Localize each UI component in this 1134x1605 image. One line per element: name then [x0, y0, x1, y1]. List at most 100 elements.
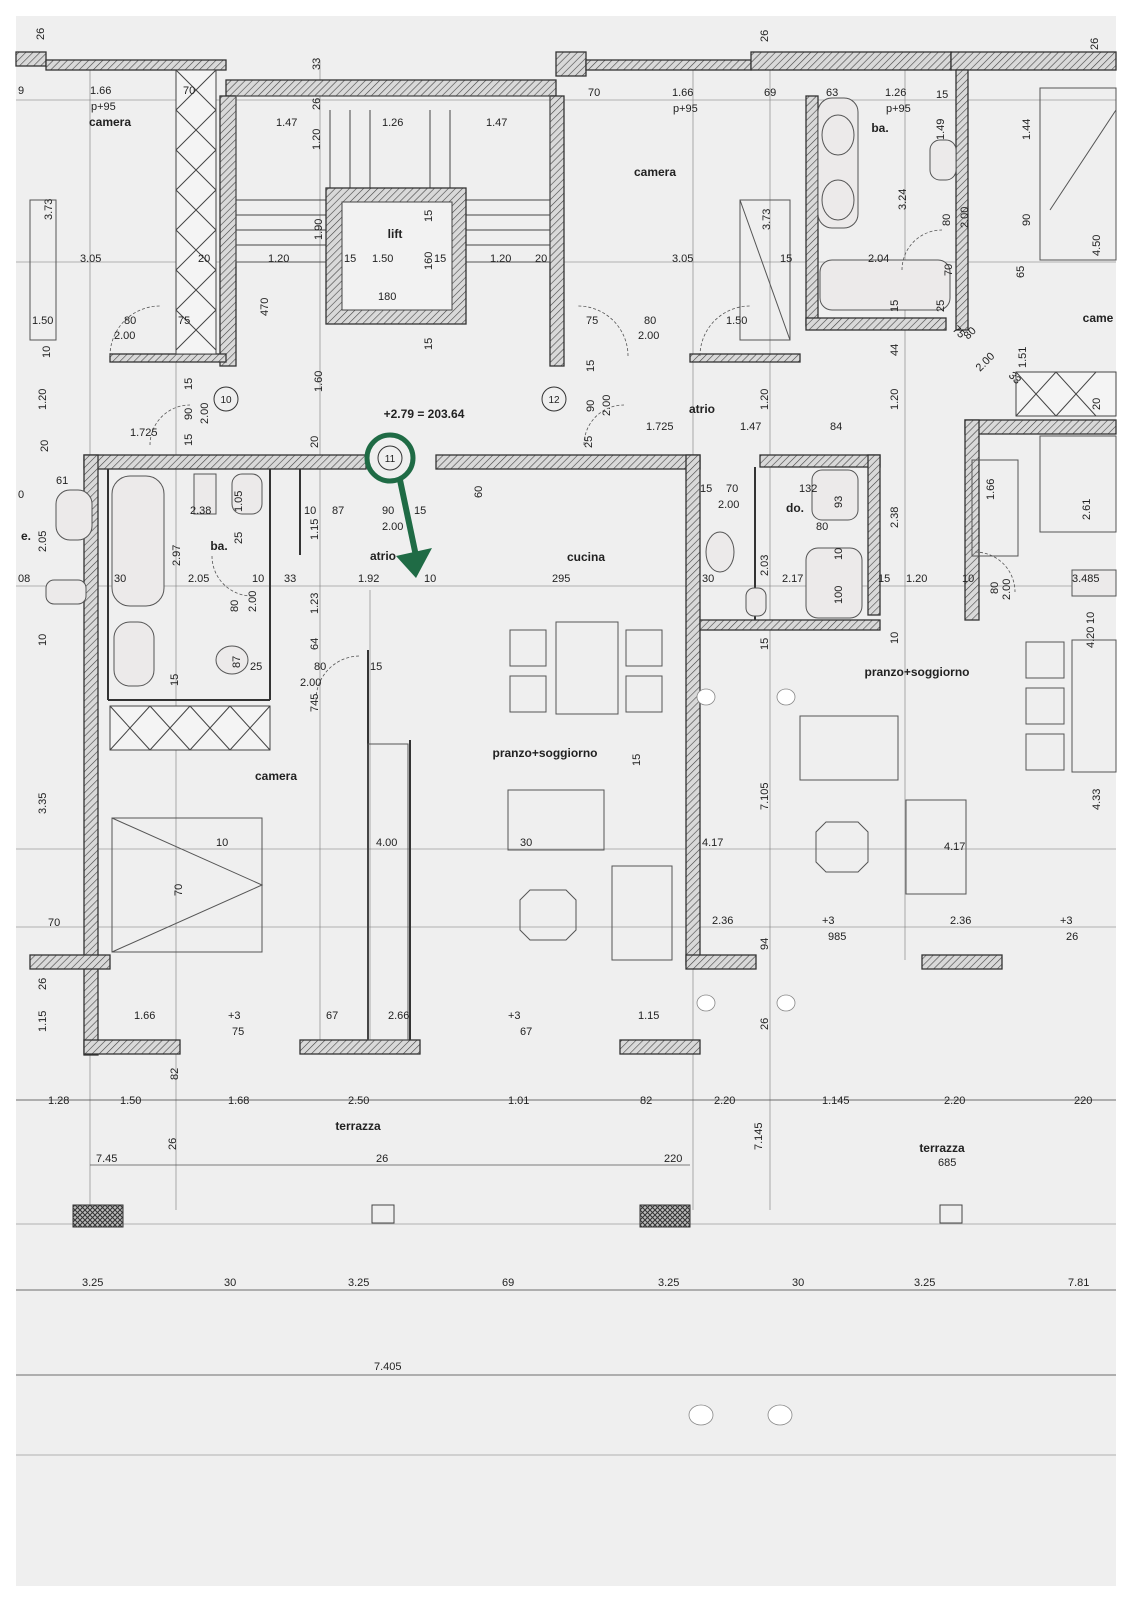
- dim-label: 1.05: [233, 491, 245, 512]
- dim-label: 2.20: [714, 1095, 735, 1107]
- dim-label: 70: [48, 917, 60, 929]
- dim-label: 1.145: [822, 1095, 850, 1107]
- dim-label: +3: [1060, 915, 1073, 927]
- dim-label: 1.20: [311, 129, 323, 150]
- marker-12: 12: [548, 395, 560, 406]
- dim-label: 1.66: [672, 87, 693, 99]
- wardrobe-blocks: [109, 69, 1117, 751]
- dim-label: 10: [37, 634, 49, 646]
- dim-label: 1.50: [120, 1095, 141, 1107]
- room-label-atrio-top-right: atrio: [689, 402, 715, 416]
- dim-label: 1.47: [740, 421, 761, 433]
- dim-label: 1.44: [1021, 119, 1033, 140]
- dim-label: 7.105: [759, 782, 771, 810]
- room-label-camera-tr: camera: [634, 165, 676, 179]
- dim-label: 3.25: [658, 1277, 679, 1289]
- dim-label: 1.15: [37, 1011, 49, 1032]
- dim-label: 2.36: [950, 915, 971, 927]
- dim-label: 26: [35, 28, 47, 40]
- dim-label: 93: [833, 496, 845, 508]
- dim-label: p+95: [673, 103, 698, 115]
- dim-label: 3.485: [1072, 573, 1100, 585]
- room-label-lift: lift: [388, 227, 403, 241]
- dim-label: 180: [378, 291, 396, 303]
- dimension-labels: 26 26 26 9 1.66 p+95 70 33 70 1.66 p+95 …: [18, 28, 1103, 1373]
- dim-label: 69: [764, 87, 776, 99]
- room-label-terrazza-right: terrazza: [919, 1141, 965, 1155]
- dim-label: 30: [520, 837, 532, 849]
- dim-label: 69: [502, 1277, 514, 1289]
- dim-label: 80: [314, 661, 326, 673]
- dim-label: 2.17: [782, 573, 803, 585]
- dim-label: 160: [423, 252, 435, 270]
- room-label-camera-far-right: came: [1083, 311, 1114, 325]
- dim-label: 26: [759, 30, 771, 42]
- dim-label: 82: [640, 1095, 652, 1107]
- dim-label: 3.05: [672, 253, 693, 265]
- dim-label: 1.26: [885, 87, 906, 99]
- dim-label: 1.20: [37, 389, 49, 410]
- dim-label: 1.20: [268, 253, 289, 265]
- dim-label: 1.20: [759, 389, 771, 410]
- dim-label: 3.35: [37, 793, 49, 814]
- dim-label: 7.81: [1068, 1277, 1089, 1289]
- dim-label: 15: [936, 89, 948, 101]
- dim-label: 2.00: [718, 499, 739, 511]
- dim-label: 70: [588, 87, 600, 99]
- dim-label: 20: [1091, 398, 1103, 410]
- unit-markers: 10 12 11: [213, 386, 567, 471]
- dim-label: 20: [309, 436, 321, 448]
- dim-label: 2.36: [712, 915, 733, 927]
- dim-label: 2.00: [382, 521, 403, 533]
- dim-label: 10: [424, 573, 436, 585]
- dim-label: 65: [1015, 266, 1027, 278]
- room-labels: camera camera lift ba. came atrio atrio …: [21, 115, 1114, 1155]
- dim-label: 7.405: [374, 1361, 402, 1373]
- dim-label: 3.73: [43, 199, 55, 220]
- dim-label: 33: [311, 58, 323, 70]
- dim-label: 2.00: [1001, 579, 1013, 600]
- dim-label: 70: [173, 884, 185, 896]
- room-label-left-cut: e.: [21, 529, 31, 543]
- dim-label: 63: [826, 87, 838, 99]
- room-label-camera-tl: camera: [89, 115, 131, 129]
- dim-label: 132: [799, 483, 817, 495]
- dim-label: 10: [889, 632, 901, 644]
- dim-label: 4.50: [1091, 235, 1103, 256]
- dim-label: 1.20: [906, 573, 927, 585]
- dim-label: 15: [585, 360, 597, 372]
- dim-label: 10: [216, 837, 228, 849]
- door-swings: [109, 229, 1016, 701]
- dim-label: 1.15: [638, 1010, 659, 1022]
- dim-label: 90: [1021, 214, 1033, 226]
- dim-label: 25: [250, 661, 262, 673]
- dim-label: 80: [989, 582, 1001, 594]
- dim-label: 15: [631, 754, 643, 766]
- dim-label: 10: [41, 346, 53, 358]
- dim-label: +3: [822, 915, 835, 927]
- dim-label: 60: [473, 486, 485, 498]
- dim-label: 745: [309, 694, 321, 712]
- dim-label: 2.05: [37, 531, 49, 552]
- marker-10: 10: [220, 395, 232, 406]
- fixtures: [45, 97, 1117, 687]
- dim-label: 2.38: [190, 505, 211, 517]
- elevation-note: +2.79 = 203.64: [384, 407, 465, 421]
- dim-label: 61: [56, 475, 68, 487]
- dim-label: 15: [183, 378, 195, 390]
- dim-label: 70: [726, 483, 738, 495]
- dim-label: 67: [520, 1026, 532, 1038]
- dim-label: p+95: [91, 101, 116, 113]
- dim-label: 10: [833, 548, 845, 560]
- dim-label: 64: [309, 638, 321, 650]
- top-walls: [15, 51, 1117, 367]
- dim-label: 90: [183, 408, 195, 420]
- dim-label: 2.05: [188, 573, 209, 585]
- dim-label: 87: [332, 505, 344, 517]
- dim-label: 2.00: [300, 677, 321, 689]
- dim-label: 3.25: [82, 1277, 103, 1289]
- dim-label: 1.66: [134, 1010, 155, 1022]
- dim-label: 1.20: [889, 389, 901, 410]
- dim-label: 82: [169, 1068, 181, 1080]
